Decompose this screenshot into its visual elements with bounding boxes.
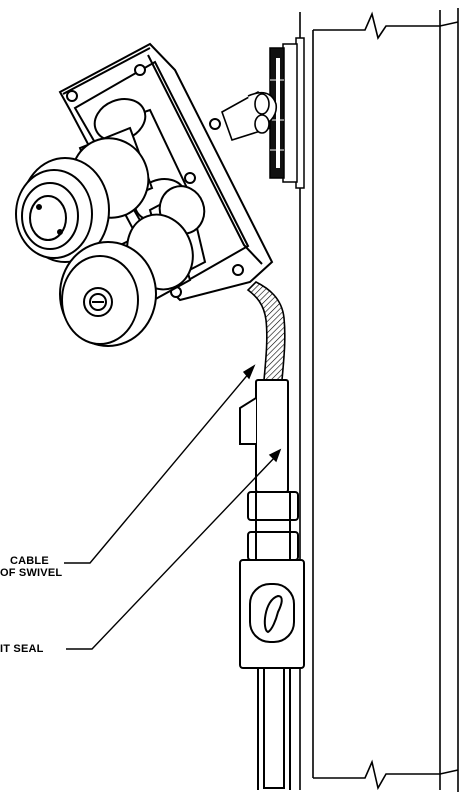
lower-pushbutton	[59, 185, 207, 347]
cable-leader-line	[64, 364, 256, 564]
cable-label-line1: CABLE	[10, 555, 49, 567]
mounting-panel	[299, 8, 459, 792]
flexible-cable	[246, 281, 286, 381]
junction-box	[239, 559, 305, 669]
seal-callout-label: IT SEAL	[0, 643, 44, 655]
seal-fitting	[239, 379, 299, 561]
wall-cable-gland	[269, 37, 305, 189]
cable-callout-label: CABLE OF SWIVEL	[0, 555, 62, 579]
swivel-arm	[221, 91, 278, 141]
cable-label-line2: OF SWIVEL	[0, 567, 63, 579]
seal-leader-line	[66, 448, 282, 650]
conduit	[257, 667, 291, 790]
